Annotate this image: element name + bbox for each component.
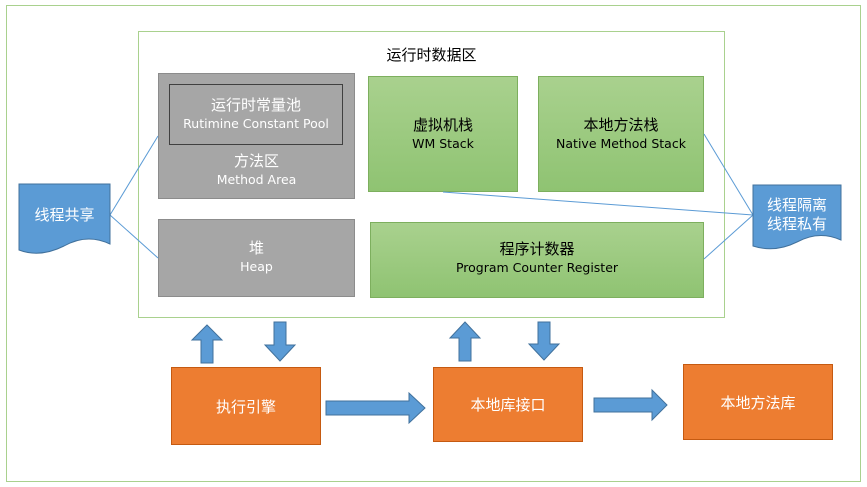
down-arrow-icon: [263, 321, 297, 362]
vm-stack-label-en: WM Stack: [412, 136, 474, 151]
shared-to-method-area-line: [109, 135, 159, 216]
heap-label-en: Heap: [240, 259, 273, 274]
private-to-native-stack-line: [703, 133, 754, 216]
method-area-label-en: Method Area: [216, 172, 297, 187]
method-area-label: 方法区 Method Area: [158, 151, 355, 189]
thread-shared-tag-shape: [18, 183, 111, 254]
private-to-vm-stack-line: [442, 191, 754, 216]
thread-shared-tag: 线程共享: [19, 190, 110, 240]
runtime-data-area-title: 运行时数据区: [386, 46, 477, 64]
native-library-box: 本地方法库: [683, 364, 833, 440]
thread-private-label-line1: 线程隔离: [766, 196, 827, 214]
native-stack-label-en: Native Method Stack: [556, 136, 686, 151]
native-method-stack-box: 本地方法栈 Native Method Stack: [538, 76, 704, 192]
program-counter-label-en: Program Counter Register: [455, 260, 619, 275]
constant-pool-label-en: Rutimine Constant Pool: [183, 116, 329, 131]
method-area-label-zh: 方法区: [233, 152, 279, 170]
thread-shared-label: 线程共享: [34, 205, 95, 224]
vm-stack-box: 虚拟机栈 WM Stack: [368, 76, 518, 192]
execution-engine-box: 执行引擎: [171, 367, 321, 445]
shared-to-heap-line: [109, 214, 159, 259]
thread-private-tag-shape: [752, 184, 842, 250]
native-stack-label-zh: 本地方法栈: [583, 116, 659, 134]
program-counter-label-zh: 程序计数器: [499, 240, 575, 258]
program-counter-box: 程序计数器 Program Counter Register: [370, 222, 704, 298]
right-arrow-icon: [593, 388, 668, 422]
private-to-pc-line: [703, 214, 754, 260]
constant-pool-label-zh: 运行时常量池: [210, 96, 301, 114]
native-interface-box: 本地库接口: [433, 367, 583, 442]
vm-stack-label-zh: 虚拟机栈: [412, 116, 473, 134]
thread-private-label-line2: 线程私有: [766, 215, 827, 233]
up-arrow-icon: [448, 321, 482, 362]
heap-label-zh: 堆: [248, 239, 264, 257]
thread-private-tag: 线程隔离 线程私有: [753, 193, 841, 237]
heap-box: 堆 Heap: [158, 219, 355, 297]
constant-pool-box: 运行时常量池 Rutimine Constant Pool: [169, 84, 343, 145]
right-arrow-icon: [325, 391, 426, 425]
outer-frame: [6, 5, 861, 482]
down-arrow-icon: [527, 321, 561, 361]
up-arrow-icon: [190, 324, 224, 364]
